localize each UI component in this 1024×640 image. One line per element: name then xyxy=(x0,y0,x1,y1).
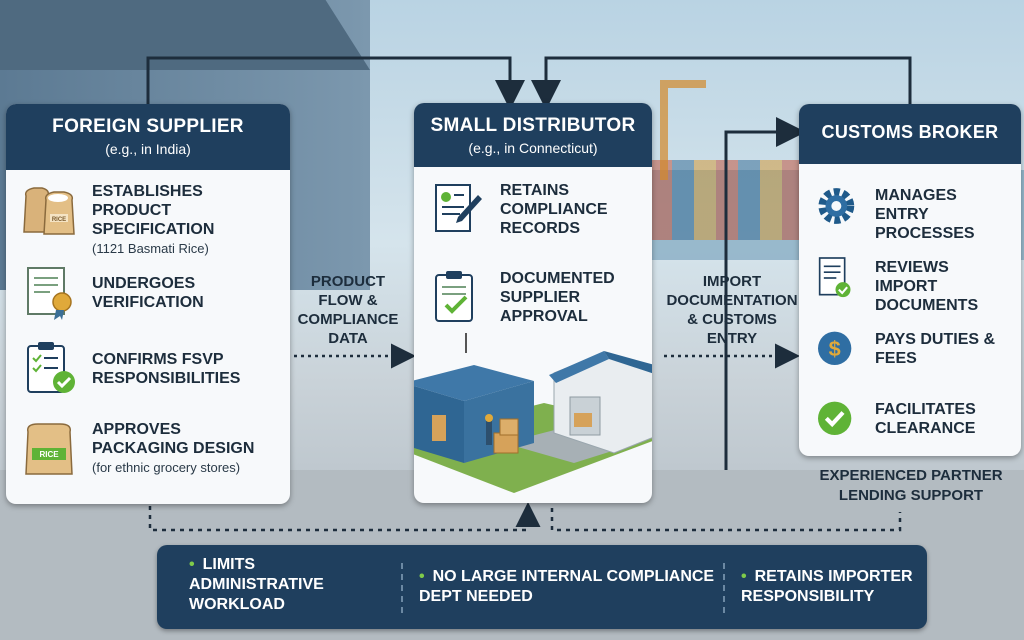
supplier-header: FOREIGN SUPPLIER (e.g., in India) xyxy=(6,104,290,170)
clipboard-check-icon xyxy=(435,271,473,322)
bullet-dot: • xyxy=(189,556,195,573)
supplier-item-specification: RICE ESTABLISHES PRODUCT SPECIFICATION (… xyxy=(20,182,280,258)
broker-header: CUSTOMS BROKER xyxy=(799,104,1021,164)
benefits-banner: •LIMITS ADMINISTRATIVE WORKLOAD •NO LARG… xyxy=(157,545,927,629)
banner-separator xyxy=(723,563,725,613)
distributor-item-approval: DOCUMENTED SUPPLIER APPROVAL xyxy=(428,269,642,326)
customs-broker-card: CUSTOMS BROKER MANAGES ENTRY PROCESSES R… xyxy=(799,104,1021,456)
broker-item-text: MANAGES ENTRY PROCESSES xyxy=(875,187,975,242)
supplier-item-text: CONFIRMS FSVP RESPONSIBILITIES xyxy=(92,351,241,387)
document-pen-icon xyxy=(435,184,482,232)
benefit-text: RETAINS IMPORTER RESPONSIBILITY xyxy=(741,568,913,605)
benefit-text: NO LARGE INTERNAL COMPLIANCE DEPT NEEDED xyxy=(419,568,715,605)
rice-package-label: RICE xyxy=(39,450,59,459)
top-arrow-supplier-to-distributor xyxy=(146,56,525,110)
document-check-icon xyxy=(818,257,851,298)
rice-bags-icon: RICE xyxy=(23,187,75,235)
benefit-text: LIMITS ADMINISTRATIVE WORKLOAD xyxy=(189,556,324,613)
supplier-item-sub: (for ethnic grocery stores) xyxy=(92,460,241,475)
svg-text:$: $ xyxy=(829,336,841,361)
port-crane-icon xyxy=(660,80,706,180)
container-warehouse-illustration xyxy=(414,333,652,493)
cargo-ship-icon xyxy=(650,160,820,240)
check-circle-icon xyxy=(818,401,852,435)
benefit-dept: •NO LARGE INTERNAL COMPLIANCE DEPT NEEDE… xyxy=(419,567,719,607)
supplier-item-text: UNDERGOES VERIFICATION xyxy=(92,275,204,311)
distributor-item-text: DOCUMENTED SUPPLIER APPROVAL xyxy=(500,270,615,325)
distributor-header: SMALL DISTRIBUTOR (e.g., in Connecticut) xyxy=(414,103,652,167)
broker-item-entry: MANAGES ENTRY PROCESSES xyxy=(813,178,1011,243)
gear-icon xyxy=(818,188,855,224)
dollar-coin-icon: $ xyxy=(818,331,852,365)
bullet-dot: • xyxy=(741,568,747,585)
broker-item-clearance: FACILITATES CLEARANCE xyxy=(813,392,1011,448)
dotted-bottom-left xyxy=(148,502,541,532)
distributor-title: SMALL DISTRIBUTOR xyxy=(430,115,636,136)
supplier-item-packaging: RICE APPROVES PACKAGING DESIGN (for ethn… xyxy=(20,420,280,477)
broker-item-text: FACILITATES CLEARANCE xyxy=(875,401,976,437)
side-arrow-to-broker xyxy=(724,117,806,470)
bullet-dot: • xyxy=(419,568,425,585)
small-distributor-card: SMALL DISTRIBUTOR (e.g., in Connecticut)… xyxy=(414,103,652,503)
top-arrow-broker-to-distributor xyxy=(531,56,912,110)
supplier-item-text: ESTABLISHES PRODUCT SPECIFICATION xyxy=(92,183,215,238)
broker-title: CUSTOMS BROKER xyxy=(821,122,999,142)
rice-bag-label: RICE xyxy=(52,217,66,223)
broker-item-text: PAYS DUTIES & FEES xyxy=(875,331,996,367)
rice-package-icon: RICE xyxy=(25,423,73,475)
dotted-bottom-right xyxy=(550,508,902,532)
supplier-item-text: APPROVES PACKAGING DESIGN xyxy=(92,421,255,457)
partner-note: EXPERIENCED PARTNER LENDING SUPPORT xyxy=(819,467,1003,504)
flow-label-import: IMPORT DOCUMENTATION & CUSTOMS ENTRY xyxy=(666,273,798,347)
checklist-icon xyxy=(27,342,75,393)
banner-separator xyxy=(401,563,403,613)
benefit-admin: •LIMITS ADMINISTRATIVE WORKLOAD xyxy=(189,555,389,615)
supplier-subtitle: (e.g., in India) xyxy=(105,141,191,157)
benefit-responsibility: •RETAINS IMPORTER RESPONSIBILITY xyxy=(741,567,921,607)
supplier-item-sub: (1121 Basmati Rice) xyxy=(92,241,209,256)
foreign-supplier-card: FOREIGN SUPPLIER (e.g., in India) RICE E… xyxy=(6,104,290,504)
supplier-item-fsvp: CONFIRMS FSVP RESPONSIBILITIES xyxy=(20,340,280,396)
distributor-item-records: RETAINS COMPLIANCE RECORDS xyxy=(428,181,642,238)
supplier-title: FOREIGN SUPPLIER xyxy=(52,116,244,137)
supplier-item-verification: UNDERGOES VERIFICATION xyxy=(20,264,280,320)
distributor-item-text: RETAINS COMPLIANCE RECORDS xyxy=(500,182,608,237)
flow-label-product: PRODUCT FLOW & COMPLIANCE DATA xyxy=(297,273,399,347)
distributor-subtitle: (e.g., in Connecticut) xyxy=(468,140,598,156)
broker-item-duties: $ PAYS DUTIES & FEES xyxy=(813,322,1011,378)
broker-item-text: REVIEWS IMPORT DOCUMENTS xyxy=(875,259,979,314)
broker-item-review: REVIEWS IMPORT DOCUMENTS xyxy=(813,250,1011,315)
certificate-icon xyxy=(27,267,72,320)
